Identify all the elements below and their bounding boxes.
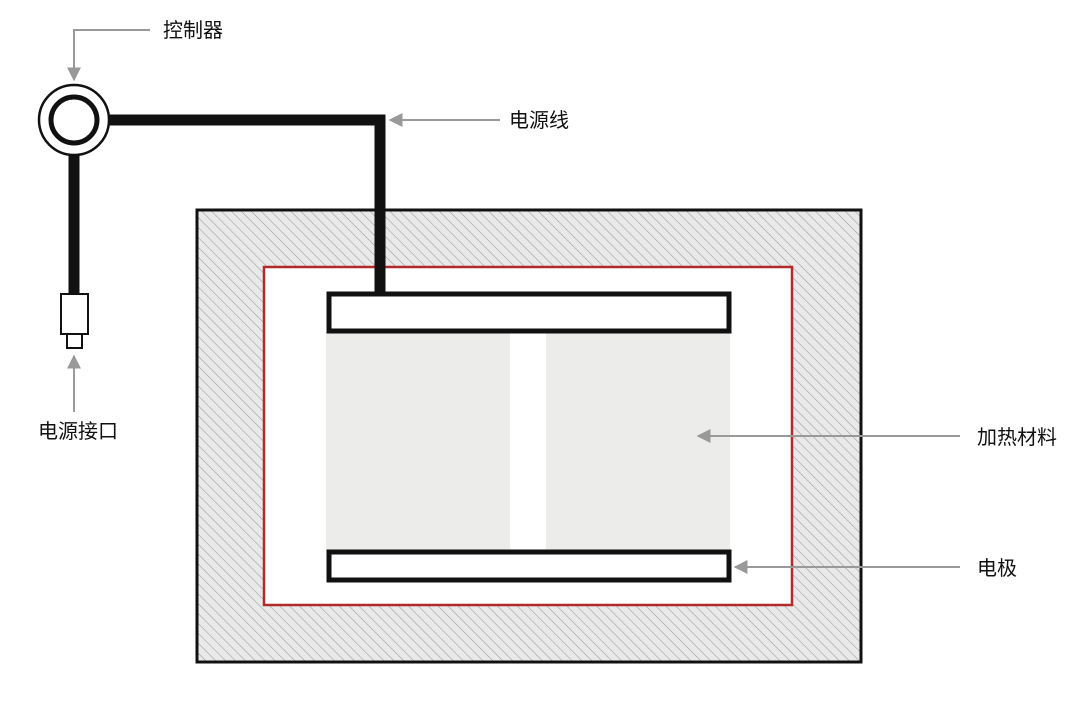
- power-cord-label: 电源线: [509, 108, 569, 132]
- power-port-icon: [60, 293, 89, 349]
- electrode-bottom: [326, 549, 732, 583]
- heating-material-label: 加热材料: [977, 425, 1057, 449]
- electrode-top: [326, 291, 732, 334]
- electrode-label: 电极: [977, 556, 1017, 580]
- controller-callout-arrow: [67, 29, 150, 82]
- controller-label: 控制器: [163, 18, 223, 42]
- controller-icon: [37, 83, 111, 157]
- power-cord: [100, 114, 386, 292]
- power-port-label: 电源接口: [38, 419, 118, 443]
- heating-material-block-right: [546, 332, 730, 550]
- heating-material-block-left: [326, 332, 510, 550]
